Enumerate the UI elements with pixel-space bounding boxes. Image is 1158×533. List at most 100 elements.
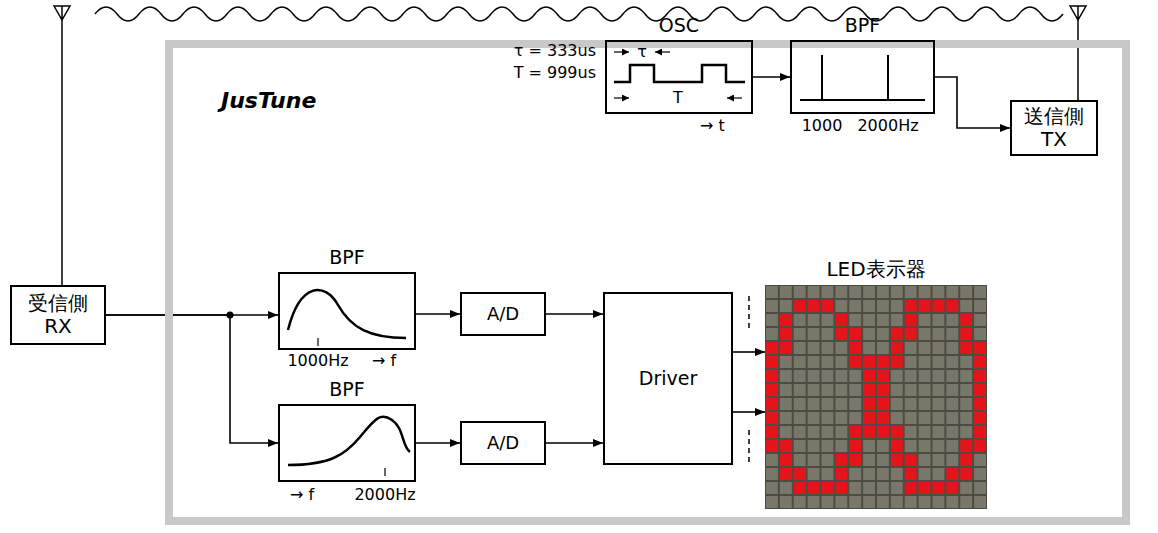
led-cell: [891, 356, 903, 368]
led-cell: [905, 356, 917, 368]
led-cell: [877, 468, 889, 480]
led-cell: [946, 356, 958, 368]
led-cell: [933, 482, 945, 494]
led-cell: [822, 384, 834, 396]
led-cell: [891, 370, 903, 382]
tau-arrow: [614, 51, 629, 52]
led-cell: [919, 300, 931, 312]
led-cell: [794, 468, 806, 480]
led-cell: [780, 300, 792, 312]
led-cell: [849, 356, 861, 368]
driver-block: Driver: [603, 292, 733, 465]
led-cell: [863, 356, 875, 368]
led-cell: [835, 454, 847, 466]
led-cell: [808, 286, 820, 298]
led-cell: [780, 454, 792, 466]
led-cell: [780, 370, 792, 382]
signal-arrow: [416, 313, 460, 315]
led-cell: [919, 356, 931, 368]
led-cell: [891, 496, 903, 508]
led-cell: [905, 482, 917, 494]
led-cell: [766, 454, 778, 466]
period-symbol: T: [673, 89, 683, 107]
led-cell: [877, 496, 889, 508]
led-cell: [863, 342, 875, 354]
rx-antenna: [54, 6, 70, 285]
led-cell: [960, 426, 972, 438]
led-cell: [919, 440, 931, 452]
led-cell: [822, 468, 834, 480]
led-cell: [822, 482, 834, 494]
led-cell: [766, 440, 778, 452]
led-cell: [946, 398, 958, 410]
signal-arrow: [733, 351, 765, 353]
signal-arrow: [733, 411, 765, 413]
led-cell: [905, 426, 917, 438]
led-cell: [891, 328, 903, 340]
frequency-tick: [384, 468, 385, 476]
led-cell: [808, 440, 820, 452]
led-cell: [946, 482, 958, 494]
led-cell: [960, 328, 972, 340]
led-cell: [905, 342, 917, 354]
led-cell: [766, 384, 778, 396]
tau-symbol: τ: [637, 43, 647, 61]
led-cell: [919, 468, 931, 480]
led-cell: [974, 454, 986, 466]
led-cell: [974, 370, 986, 382]
led-cell: [822, 440, 834, 452]
frequency-value: 1000Hz: [287, 352, 348, 370]
led-cell: [905, 384, 917, 396]
led-cell: [891, 398, 903, 410]
led-cell: [849, 440, 861, 452]
led-cell: [822, 328, 834, 340]
led-cell: [933, 454, 945, 466]
led-cell: [766, 496, 778, 508]
led-cell: [808, 496, 820, 508]
led-cell: [794, 482, 806, 494]
ellipsis-dash: [748, 430, 750, 462]
led-cell: [808, 412, 820, 424]
signal-arrow: [753, 76, 790, 78]
led-cell: [919, 496, 931, 508]
led-cell: [974, 300, 986, 312]
led-cell: [960, 370, 972, 382]
led-cell: [863, 468, 875, 480]
led-cell: [905, 370, 917, 382]
led-cell: [849, 384, 861, 396]
led-cell: [919, 328, 931, 340]
frequency-value: 2000Hz: [354, 486, 415, 504]
led-cell: [946, 328, 958, 340]
signal-arrow: [416, 442, 460, 444]
matrix-ground: [765, 285, 987, 509]
led-cell: [919, 370, 931, 382]
led-cell: [822, 314, 834, 326]
led-cell: [863, 496, 875, 508]
led-cell: [780, 468, 792, 480]
led-cell: [905, 314, 917, 326]
led-cell: [877, 314, 889, 326]
led-cell: [960, 412, 972, 424]
adc-block: A/D: [460, 292, 546, 336]
led-cell: [849, 370, 861, 382]
led-cell: [863, 370, 875, 382]
led-cell: [849, 286, 861, 298]
bandpass-filter: BPF: [790, 40, 935, 114]
led-cell: [960, 356, 972, 368]
led-cell: [933, 370, 945, 382]
led-cell: [946, 454, 958, 466]
led-cell: [794, 300, 806, 312]
led-cell: [891, 300, 903, 312]
led-cell: [822, 356, 834, 368]
led-cell: [905, 496, 917, 508]
device-enclosure: OSCBPFBPFA/DDriverLED表示器BPFA/DJusTune: [165, 40, 1130, 525]
led-cell: [822, 496, 834, 508]
led-cell: [766, 370, 778, 382]
led-cell: [891, 482, 903, 494]
led-cell: [766, 426, 778, 438]
led-cell: [946, 300, 958, 312]
led-cell: [794, 342, 806, 354]
led-cell: [960, 286, 972, 298]
led-cell: [780, 440, 792, 452]
